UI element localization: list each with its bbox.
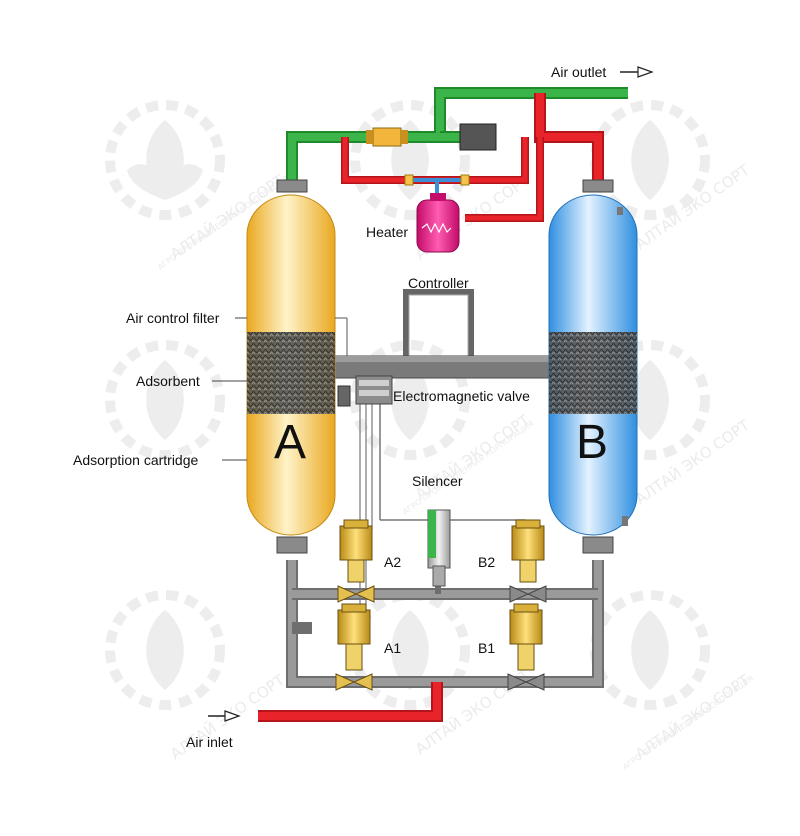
valve-b1 (507, 603, 545, 691)
tower-a (246, 179, 348, 554)
adsorbent-label: Adsorbent (136, 373, 200, 389)
valve-a1 (335, 603, 373, 691)
valve-b2 (509, 519, 547, 603)
watermark-logo-icon (350, 340, 470, 460)
watermark-logo-icon (590, 340, 710, 460)
silencer (427, 509, 451, 587)
watermark-text: АГРО ПРОМЫШЛЕННАЯ КОРПОРАЦИЯ (401, 419, 535, 517)
air-inlet-arrow-icon (208, 710, 241, 722)
valve-a2 (337, 519, 375, 603)
air-inlet-label: Air inlet (186, 734, 233, 750)
silencer-label: Silencer (412, 473, 463, 489)
valve-manifold-bar (333, 356, 553, 362)
valve-b1-label: B1 (478, 640, 496, 656)
valve-b2-label: B2 (478, 554, 496, 570)
watermark-logo-icon (105, 340, 225, 460)
air-outlet-label: Air outlet (551, 64, 607, 80)
air-outlet-arrow-icon (620, 66, 654, 78)
fitting (404, 174, 414, 186)
red-inlet-pipe (258, 682, 441, 720)
check-valve-cap (366, 130, 373, 144)
pressure-block (459, 123, 497, 151)
red-pipe (465, 137, 543, 221)
controller-label: Controller (408, 275, 469, 291)
watermark-logo-icon (105, 100, 225, 220)
check-valve (372, 127, 402, 147)
red-pipe (536, 93, 602, 190)
fitting (460, 174, 470, 186)
electromagnetic-valve (337, 375, 393, 407)
regeneration-piping (341, 93, 604, 222)
red-pipe (534, 93, 604, 190)
grey-pipe (288, 560, 602, 686)
valve-a2-label: A2 (384, 554, 402, 570)
tower-a-letter: A (274, 416, 307, 469)
adsorption-cartridge-label: Adsorption cartridge (73, 452, 199, 468)
check-valve-cap (401, 130, 408, 144)
valve-a1-label: A1 (384, 640, 402, 656)
heater-label: Heater (366, 224, 409, 240)
watermark-logo-icon (350, 100, 470, 220)
heater-coil-icon (421, 222, 452, 234)
air-control-filter-label: Air control filter (126, 310, 220, 326)
watermark-logo-icon (590, 590, 710, 710)
electromagnetic-valve-label: Electromagnetic valve (393, 388, 530, 404)
tower-b-letter: B (576, 416, 609, 469)
heater (416, 193, 460, 253)
tower-b (548, 179, 638, 554)
watermark-logo-icon (590, 100, 710, 220)
watermark-logo-icon (105, 590, 225, 710)
leader-lines (212, 317, 247, 461)
watermark-logo-icon (350, 590, 470, 710)
